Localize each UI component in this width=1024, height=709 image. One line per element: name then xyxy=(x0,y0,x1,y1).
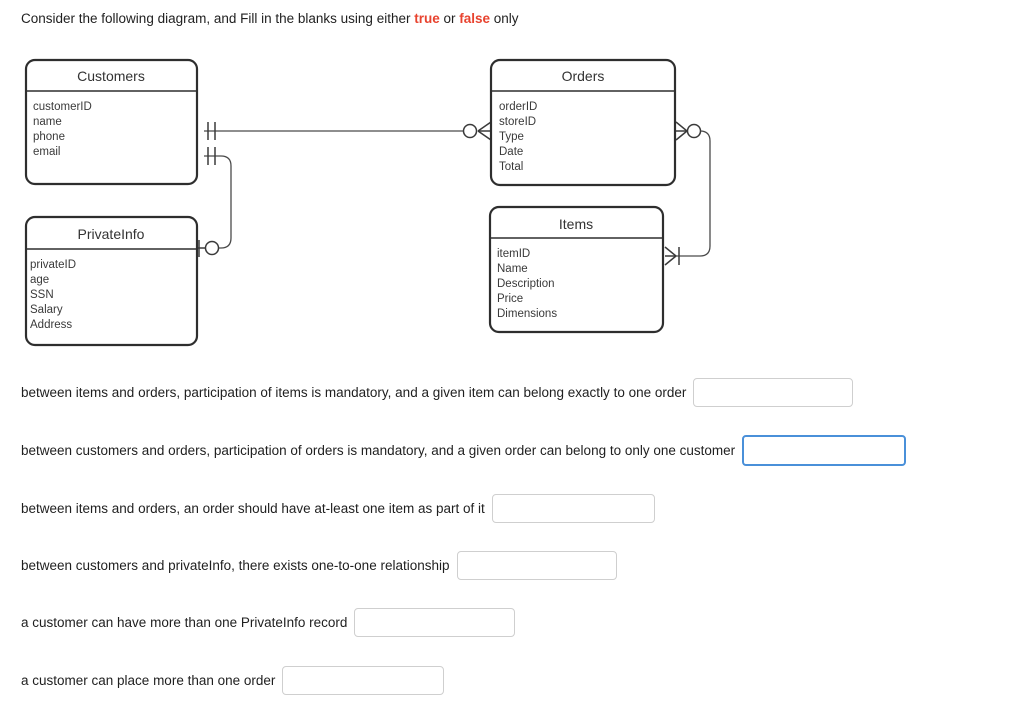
entity-orders-attr-4: Total xyxy=(499,161,523,173)
entity-orders-attr-2: Type xyxy=(499,131,524,143)
question-label-2: between items and orders, an order shoul… xyxy=(21,500,485,516)
entity-privateinfo-attr-0: privateID xyxy=(30,259,76,271)
question-label-1: between customers and orders, participat… xyxy=(21,442,736,458)
instruction-part-1: Consider the following diagram, and Fill… xyxy=(21,11,415,26)
entity-customers: Customers customerID name phone email xyxy=(24,58,199,186)
question-row-5: a customer can place more than one order xyxy=(21,666,445,695)
entity-privateinfo: PrivateInfo privateID age SSN Salary Add… xyxy=(24,215,199,347)
cardinality-orders-items-zero-or-many xyxy=(675,121,702,141)
page-instruction: Consider the following diagram, and Fill… xyxy=(21,10,519,28)
question-row-1: between customers and orders, participat… xyxy=(21,435,907,466)
er-diagram: Customers customerID name phone email Or… xyxy=(0,48,1024,358)
question-label-5: a customer can place more than one order xyxy=(21,672,276,688)
question-row-2: between items and orders, an order shoul… xyxy=(21,494,655,523)
entity-privateinfo-attr-1: age xyxy=(30,274,49,286)
entity-customers-attr-1: name xyxy=(33,116,62,128)
link-customers-privateinfo xyxy=(204,155,232,249)
keyword-true: true xyxy=(414,11,440,26)
question-label-3: between customers and privateInfo, there… xyxy=(21,557,450,573)
entity-privateinfo-attr-4: Address xyxy=(30,319,72,331)
entity-orders: Orders orderID storeID Type Date Total xyxy=(489,58,677,187)
cardinality-customers-orders-exactly-one xyxy=(207,122,216,140)
answer-input-5[interactable] xyxy=(282,666,445,695)
question-row-0: between items and orders, participation … xyxy=(21,378,854,407)
entity-orders-title: Orders xyxy=(562,68,605,84)
entity-items: Items itemID Name Description Price Dime… xyxy=(488,205,665,334)
entity-items-attr-0: itemID xyxy=(497,248,530,260)
entity-privateinfo-attr-3: Salary xyxy=(30,304,63,316)
answer-input-1[interactable] xyxy=(742,435,907,466)
question-label-0: between items and orders, participation … xyxy=(21,384,687,400)
entity-items-attr-1: Name xyxy=(497,263,528,275)
instruction-part-2: or xyxy=(439,11,460,26)
entity-orders-attr-3: Date xyxy=(499,146,523,158)
cardinality-orders-zero-or-many xyxy=(462,121,492,141)
entity-items-attr-2: Description xyxy=(497,278,555,290)
entity-items-attr-4: Dimensions xyxy=(497,308,557,320)
answer-input-3[interactable] xyxy=(456,551,617,580)
entity-privateinfo-title: PrivateInfo xyxy=(78,226,145,242)
instruction-part-3: only xyxy=(490,11,519,26)
entity-privateinfo-attr-2: SSN xyxy=(30,289,54,301)
entity-orders-attr-1: storeID xyxy=(499,116,536,128)
cardinality-privateinfo-zero-or-one xyxy=(196,240,220,257)
answer-input-2[interactable] xyxy=(491,494,655,523)
answer-input-0[interactable] xyxy=(693,378,854,407)
entity-items-attr-3: Price xyxy=(497,293,523,305)
entity-items-title: Items xyxy=(559,216,593,232)
cardinality-items-one-or-many xyxy=(664,246,680,266)
question-label-4: a customer can have more than one Privat… xyxy=(21,614,348,630)
question-row-4: a customer can have more than one Privat… xyxy=(21,608,516,637)
question-row-3: between customers and privateInfo, there… xyxy=(21,551,617,580)
entity-orders-attr-0: orderID xyxy=(499,101,537,113)
cardinality-customers-privateinfo-exactly-one xyxy=(207,147,216,165)
answer-input-4[interactable] xyxy=(354,608,516,637)
link-orders-items xyxy=(676,130,711,257)
keyword-false: false xyxy=(459,11,491,26)
entity-customers-title: Customers xyxy=(77,68,145,84)
entity-customers-attr-0: customerID xyxy=(33,101,92,113)
entity-customers-attr-3: email xyxy=(33,146,60,158)
entity-customers-attr-2: phone xyxy=(33,131,65,143)
